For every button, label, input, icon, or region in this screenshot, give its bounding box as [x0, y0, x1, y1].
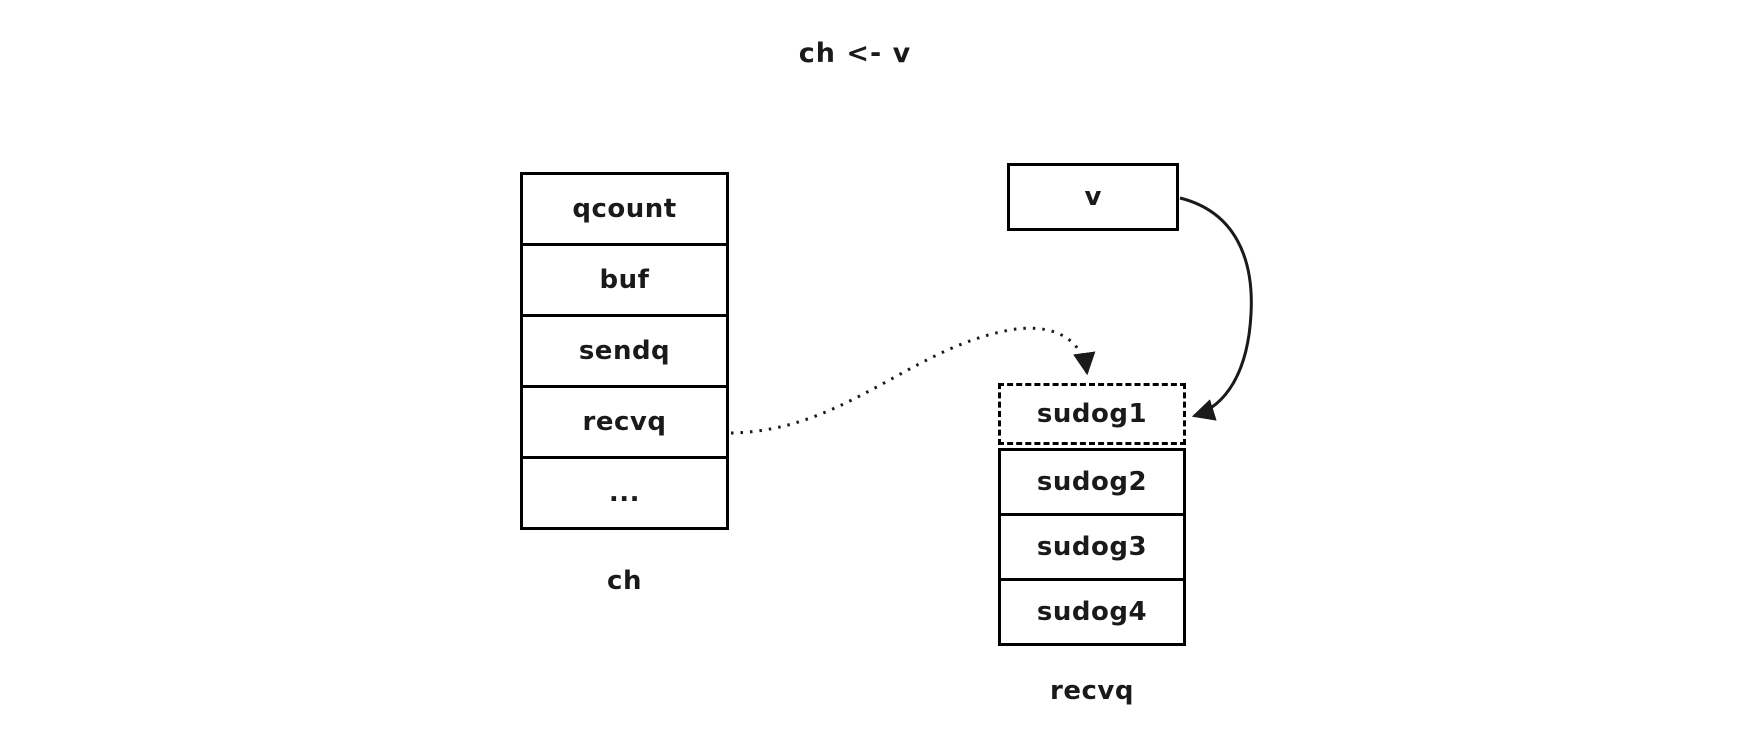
v-box: v: [1007, 163, 1179, 231]
recvq-cell-sudog3: sudog3: [998, 513, 1186, 581]
ch-cell-qcount: qcount: [520, 172, 729, 246]
recvq-cell-sudog4: sudog4: [998, 578, 1186, 646]
diagram-title: ch <- v: [798, 38, 912, 69]
arrow-solid-v-to-sudog1: [1179, 196, 1253, 421]
ch-cell-recvq: recvq: [520, 385, 729, 459]
ch-cell-more: ...: [520, 456, 729, 530]
recvq-cell-sudog2: sudog2: [998, 448, 1186, 516]
recvq-cell-sudog1: sudog1: [998, 383, 1186, 445]
ch-cell-sendq: sendq: [520, 314, 729, 388]
ch-struct-label: ch: [607, 566, 642, 596]
recvq-struct: sudog1 sudog2 sudog3 sudog4: [998, 383, 1186, 646]
recvq-struct-label: recvq: [1050, 676, 1134, 706]
ch-cell-buf: buf: [520, 243, 729, 317]
v-box-label: v: [1084, 182, 1102, 212]
ch-struct: qcount buf sendq recvq ...: [520, 172, 729, 530]
